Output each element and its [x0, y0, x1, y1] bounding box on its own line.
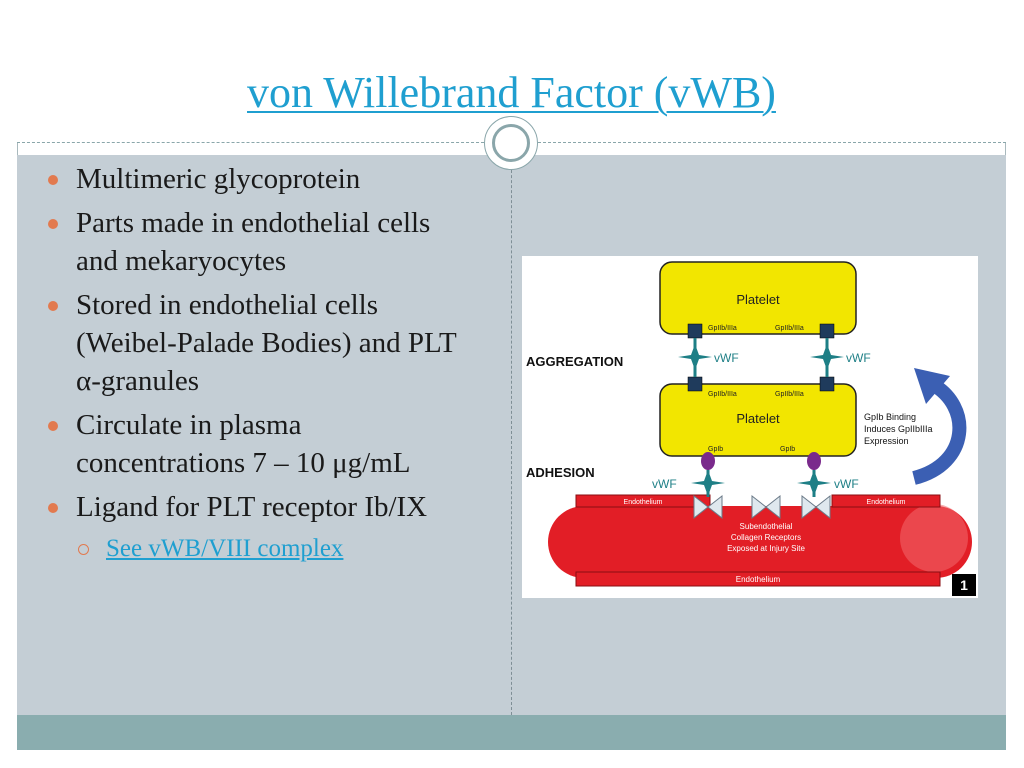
gp1b-receptor-left — [701, 452, 715, 470]
bullet-item: Ligand for PLT receptor Ib/IX — [45, 488, 475, 526]
gp1b-receptor-right — [807, 452, 821, 470]
platelet-bottom-label: Platelet — [736, 411, 780, 426]
adhesion-label: ADHESION — [526, 465, 595, 480]
bullet-dot — [48, 301, 58, 311]
bullet-text: Ligand for PLT receptor Ib/IX — [76, 491, 428, 523]
sub-bullet-ring — [78, 544, 89, 555]
arrow-text-line1: GpIb Binding — [864, 412, 916, 422]
slide-title: von Willebrand Factor (vWB) — [247, 68, 776, 117]
bullet-text: Parts made in endothelial cells and meka… — [76, 207, 431, 277]
vwf-aggregation-left — [678, 338, 712, 377]
ornament-inner-ring — [492, 124, 530, 162]
gp2b3a-bottom-left-label: GpIIb/IIIa — [708, 391, 737, 398]
gp2b3a-top-right-label: GpIIb/IIIa — [775, 325, 804, 332]
gp2b3a-top-left-label: GpIIb/IIIa — [708, 325, 737, 332]
gp2b3a-receptor-top-left — [687, 323, 703, 339]
bullet-dot — [48, 175, 58, 185]
bullet-item: Multimeric glycoprotein — [45, 160, 475, 198]
gp1b-left-label: GpIb — [708, 446, 723, 453]
platelet-top — [659, 261, 857, 335]
title-ornament-circle — [484, 116, 538, 170]
gp1b-right-label: GpIb — [780, 446, 795, 453]
subendothelial-line3: Exposed at Injury Site — [727, 544, 805, 553]
gp2b3a-bottom-right-label: GpIIb/IIIa — [775, 391, 804, 398]
title-divider-right — [538, 142, 1006, 143]
arrow-text-line3: Expression — [864, 436, 909, 446]
collagen-receptor-middle — [751, 494, 781, 520]
footer-bar — [17, 715, 1006, 750]
endothelium-bottom — [575, 571, 941, 587]
bullet-list: Multimeric glycoprotein Parts made in en… — [45, 160, 475, 572]
sub-bullet-item: See vWB/VIII complex — [45, 532, 475, 566]
vwf-aggregation-left-label: vWF — [714, 351, 739, 365]
gp2b3a-receptor-bottom-right — [819, 376, 835, 392]
vessel-highlight — [900, 504, 968, 572]
endothelium-right — [831, 494, 941, 508]
vwf-adhesion-left — [691, 470, 725, 497]
vessel-body — [548, 506, 972, 578]
vwf-adhesion-right-label: vWF — [834, 477, 859, 491]
bullet-dot — [48, 421, 58, 431]
bullet-item: Circulate in plasma concentrations 7 – 1… — [45, 406, 475, 482]
bullet-dot — [48, 219, 58, 229]
vwf-diagram-svg: Endothelium Endothelium Endothelium Sube… — [526, 261, 976, 596]
bullet-item: Stored in endothelial cells (Weibel-Pala… — [45, 286, 475, 400]
platelet-bottom — [659, 383, 857, 457]
gp2b3a-receptor-top-right — [819, 323, 835, 339]
subendothelial-line2: Collagen Receptors — [731, 533, 801, 542]
aggregation-label: AGGREGATION — [526, 354, 623, 369]
vwb-viii-complex-link[interactable]: See vWB/VIII complex — [106, 535, 344, 562]
platelet-top-label: Platelet — [736, 292, 780, 307]
feedback-arrow-icon — [911, 368, 967, 485]
bullet-text: Circulate in plasma concentrations 7 – 1… — [76, 409, 411, 479]
vwf-diagram: Endothelium Endothelium Endothelium Sube… — [522, 256, 978, 598]
column-divider — [511, 155, 512, 715]
bullet-dot — [48, 503, 58, 513]
figure-number-badge — [952, 574, 976, 596]
bullet-item: Parts made in endothelial cells and meka… — [45, 204, 475, 280]
arrow-text-line2: Induces GpIIbIIIa — [864, 424, 933, 434]
endothelium-bottom-label: Endothelium — [736, 575, 781, 584]
endothelium-right-label: Endothelium — [867, 499, 906, 506]
vwf-adhesion-right — [797, 470, 831, 497]
endothelium-left-label: Endothelium — [624, 499, 663, 506]
subendothelial-line1: Subendothelial — [740, 522, 793, 531]
vwf-aggregation-right-label: vWF — [846, 351, 871, 365]
figure-number: 1 — [960, 577, 968, 593]
vwf-adhesion-left-label: vWF — [652, 477, 677, 491]
gp2b3a-receptor-bottom-left — [687, 376, 703, 392]
bullet-text: Stored in endothelial cells (Weibel-Pala… — [76, 289, 457, 397]
bullet-text: Multimeric glycoprotein — [76, 163, 361, 195]
collagen-receptor-right — [801, 494, 831, 520]
title-divider-left — [17, 142, 484, 143]
vwf-aggregation-right — [810, 338, 844, 377]
collagen-receptor-left — [693, 494, 723, 520]
endothelium-left — [575, 494, 711, 508]
